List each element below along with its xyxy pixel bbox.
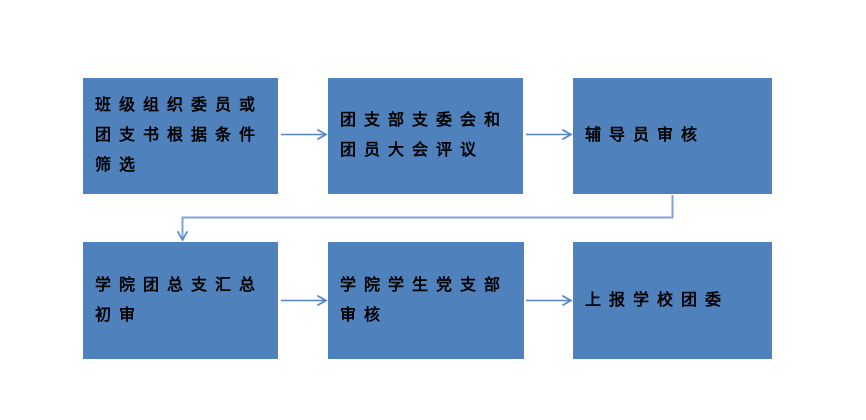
flow-node-label: 团支部支委会和 团员大会评议: [340, 112, 509, 159]
flow-node-student-party-branch-review[interactable]: 学院学生党支部 审核: [328, 242, 524, 359]
flow-node-label: 学院学生党支部 审核: [340, 276, 509, 324]
flow-node-branch-committee-review[interactable]: 团支部支委会和 团员大会评议: [328, 78, 523, 194]
flow-node-counselor-review[interactable]: 辅导员审核: [573, 78, 772, 194]
flow-node-label: 班级组织委员或 团支书根据条件 筛选: [95, 97, 264, 174]
flow-node-label: 学院团总支汇总 初审: [95, 276, 264, 324]
flow-node-report-to-school-committee[interactable]: 上报学校团委: [573, 242, 772, 359]
flow-node-label: 上报学校团委: [585, 291, 730, 309]
flow-node-college-league-preliminary-review[interactable]: 学院团总支汇总 初审: [83, 242, 278, 359]
elbow-arrow-node3-to-node4[interactable]: [176, 195, 674, 242]
flow-node-class-committee-screening[interactable]: 班级组织委员或 团支书根据条件 筛选: [83, 78, 278, 194]
flow-node-label: 辅导员审核: [585, 127, 706, 144]
